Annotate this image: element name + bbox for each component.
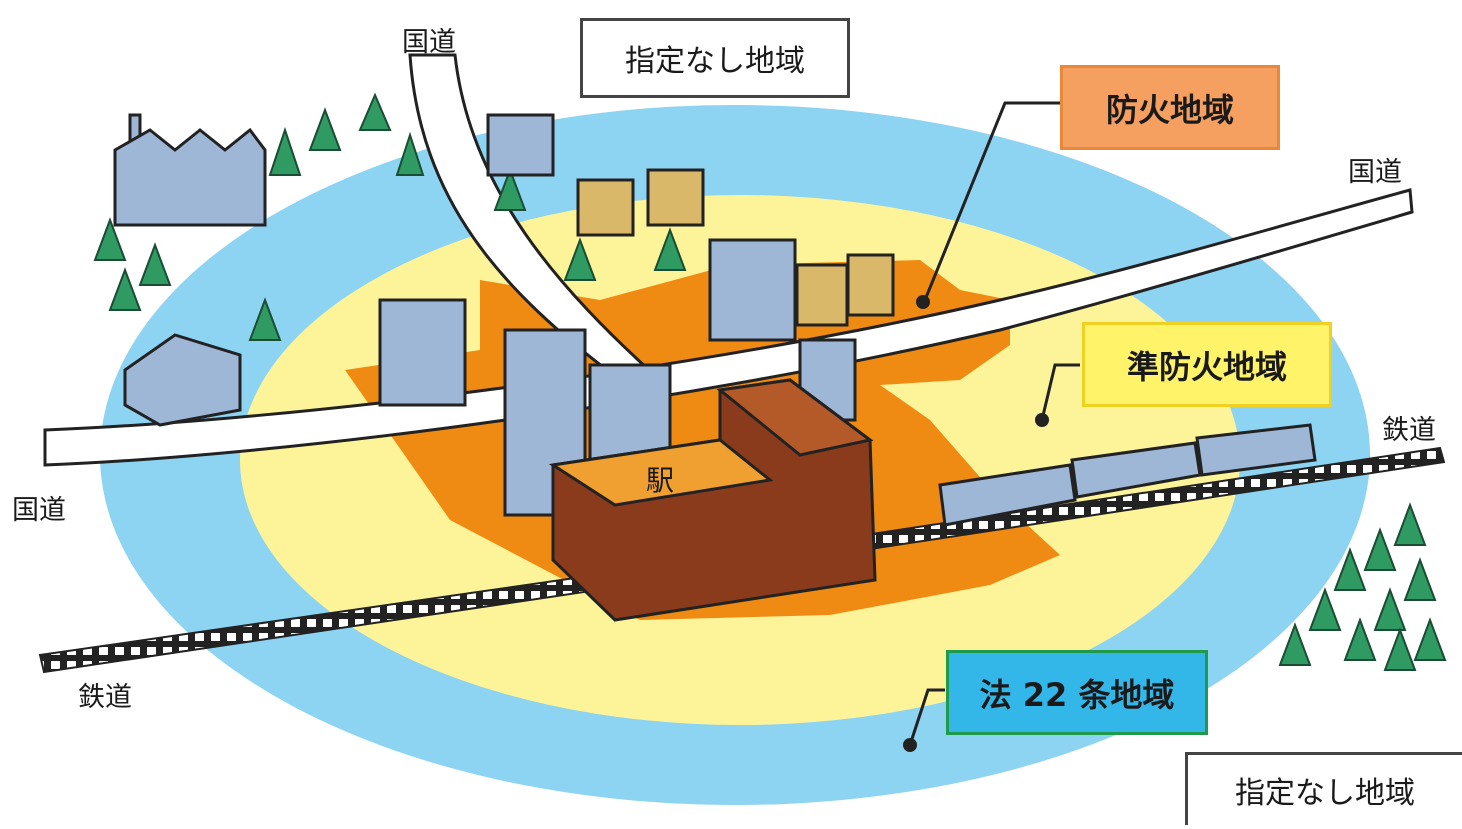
road-label-left: 国道	[12, 495, 66, 526]
no-zone-label-top: 指定なし地域	[580, 18, 850, 98]
factory-building	[113, 113, 267, 227]
rail-label-right: 鉄道	[1382, 415, 1436, 446]
station-label: 駅	[646, 464, 674, 497]
fire-zone-label: 防火地域	[1060, 65, 1280, 150]
station-building	[548, 378, 877, 622]
houses	[576, 168, 895, 327]
art22-zone-label: 法 22 条地域	[946, 650, 1208, 735]
leader-lines	[908, 101, 1080, 746]
warehouse-building	[123, 333, 242, 427]
train	[938, 423, 1317, 527]
leader-dots	[903, 295, 1049, 752]
road-label-right: 国道	[1348, 157, 1402, 188]
trees	[93, 92, 1447, 671]
no-zone-label-bottom: 指定なし地域	[1185, 752, 1462, 825]
road-label-top: 国道	[402, 27, 456, 58]
rail-label-left: 鉄道	[78, 682, 132, 713]
office-buildings	[378, 113, 857, 517]
semi-fire-zone-label: 準防火地域	[1082, 322, 1332, 407]
